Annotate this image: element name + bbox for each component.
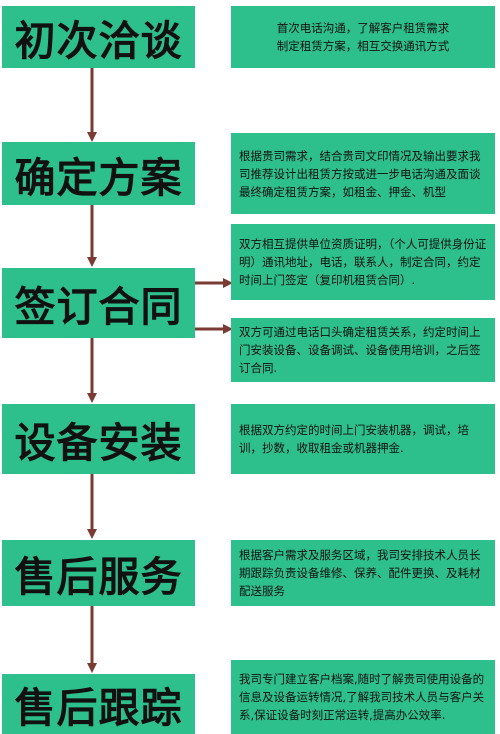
step-title: 设备安装 [14, 419, 183, 467]
desc-box-confirm-plan: 根据贵司需求，结合贵司文印情况及输出要求我司推荐设计出租赁方按或进一步电话沟通及… [231, 133, 495, 214]
desc-text: 我司专门建立客户档案,随时了解贵司使用设备的信息及设备运转情况,了解我司技术人员… [239, 672, 485, 722]
step-title: 签订合同 [14, 283, 183, 331]
desc-box-after-sales-service: 根据客户需求及服务区域，我司安排技术人员长期跟踪负责设备维修、保养、配件更换、及… [231, 540, 495, 606]
desc-box-equipment-install: 根据双方约定的时间上门安装机器，调试，培训，抄数，收取租金或机器押金. [231, 404, 495, 474]
desc-text: 根据双方约定的时间上门安装机器，调试，培训，抄数，收取租金或机器押金. [239, 423, 469, 455]
step-title: 售后服务 [14, 553, 183, 601]
desc-box-sign-contract-b: 双方可通过电话口头确定租赁关系，约定时间上门安装设备、设备调试、设备使用培训，之… [231, 318, 495, 382]
desc-box-sign-contract-a: 双方相互提供单位资质证明，（个人可提供身份证明）通讯地址，电话，联系人，制定合同… [231, 224, 495, 300]
step-box-sign-contract: 签订合同 [2, 268, 195, 338]
desc-box-after-sales-tracking: 我司专门建立客户档案,随时了解贵司使用设备的信息及设备运转情况,了解我司技术人员… [231, 660, 495, 734]
desc-text: 根据客户需求及服务区域，我司安排技术人员长期跟踪负责设备维修、保养、配件更换、及… [239, 548, 481, 598]
step-box-after-sales-service: 售后服务 [2, 540, 195, 606]
desc-text: 根据贵司需求，结合贵司文印情况及输出要求我司推荐设计出租赁方按或进一步电话沟通及… [239, 148, 481, 199]
desc-text: 双方相互提供单位资质证明，（个人可提供身份证明）通讯地址，电话，联系人，制定合同… [239, 237, 487, 287]
desc-text: 双方可通过电话口头确定租赁关系，约定时间上门安装设备、设备调试、设备使用培训，之… [239, 325, 481, 375]
desc-box-initial-negotiation: 首次电话沟通，了解客户租赁需求 制定租赁方案，相互交换通讯方式 [231, 6, 495, 68]
step-title: 确定方案 [14, 153, 183, 202]
step-box-equipment-install: 设备安装 [2, 404, 195, 474]
step-title: 售后跟踪 [14, 684, 183, 732]
step-box-confirm-plan: 确定方案 [2, 142, 195, 205]
step-box-after-sales-tracking: 售后跟踪 [2, 674, 195, 734]
desc-text: 首次电话沟通，了解客户租赁需求 制定租赁方案，相互交换通讯方式 [276, 21, 450, 53]
step-box-initial-negotiation: 初次洽谈 [2, 6, 195, 68]
step-title: 初次洽谈 [14, 17, 183, 65]
